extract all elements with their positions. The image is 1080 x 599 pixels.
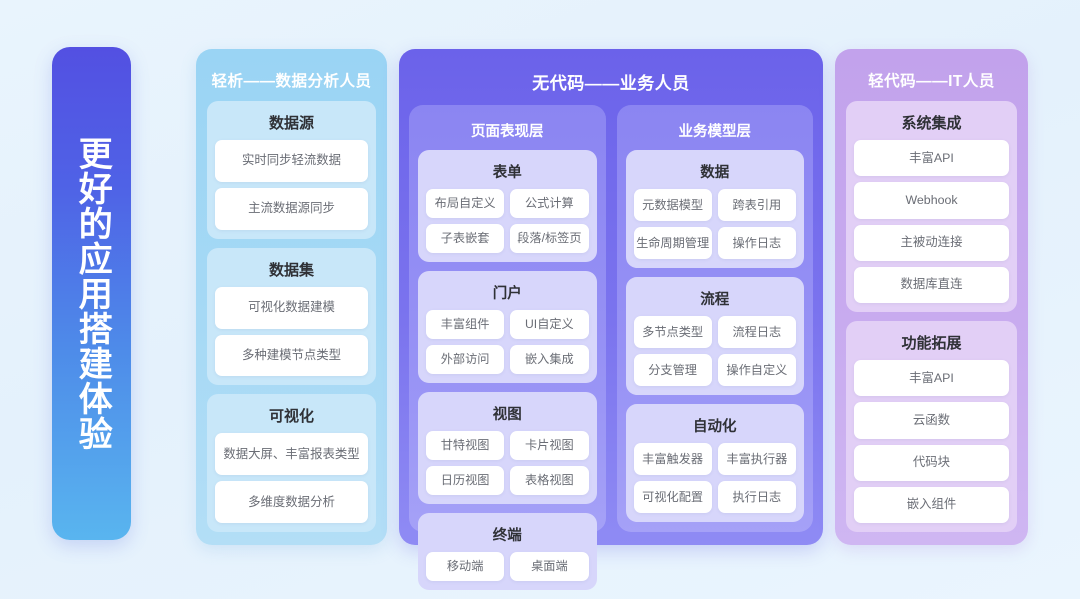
feature-item[interactable]: 桌面端 xyxy=(510,552,589,581)
section-analytics-1: 数据集可视化数据建模多种建模节点类型 xyxy=(207,247,376,386)
section-items: 移动端桌面端 xyxy=(426,552,589,581)
feature-item[interactable]: 表格视图 xyxy=(510,466,589,495)
feature-item[interactable]: 跨表引用 xyxy=(717,189,796,221)
feature-item[interactable]: 数据库直连 xyxy=(854,266,1009,303)
section-items: 数据大屏、丰富报表类型多维度数据分析 xyxy=(215,433,368,523)
section-items: 可视化数据建模多种建模节点类型 xyxy=(215,286,368,377)
section-items: 元数据模型跨表引用生命周期管理操作日志 xyxy=(633,189,796,259)
feature-item[interactable]: 可视化配置 xyxy=(633,481,712,513)
feature-item[interactable]: 多种建模节点类型 xyxy=(215,334,368,377)
section-title: 终端 xyxy=(492,528,522,544)
feature-item[interactable]: 流程日志 xyxy=(717,316,796,348)
column-title-lowcode: 轻代码——IT人员 xyxy=(868,73,995,90)
section-nocode-0-0: 表单布局自定义公式计算子表嵌套段落/标签页 xyxy=(418,150,597,262)
section-nocode-1-0: 数据元数据模型跨表引用生命周期管理操作日志 xyxy=(625,150,804,268)
feature-item[interactable]: Webhook xyxy=(854,182,1009,219)
feature-item[interactable]: 子表嵌套 xyxy=(426,224,505,253)
feature-item[interactable]: 丰富API xyxy=(854,140,1009,177)
section-items: 实时同步轻流数据主流数据源同步 xyxy=(215,140,368,230)
sections-analytics: 数据源实时同步轻流数据主流数据源同步数据集可视化数据建模多种建模节点类型可视化数… xyxy=(207,101,376,533)
hero-banner: 更好的应用搭建体验 xyxy=(52,47,131,540)
feature-item[interactable]: 代码块 xyxy=(854,444,1009,481)
feature-item[interactable]: 实时同步轻流数据 xyxy=(215,140,368,182)
subpanel-title: 业务模型层 xyxy=(678,124,752,140)
feature-item[interactable]: 嵌入集成 xyxy=(510,345,589,374)
feature-item[interactable]: 可视化数据建模 xyxy=(215,286,368,329)
column-lowcode[interactable]: 轻代码——IT人员 系统集成丰富API Webhook 主被动连接数据库直连功能拓展… xyxy=(835,49,1028,545)
feature-item[interactable]: 移动端 xyxy=(426,552,505,581)
section-title: 数据源 xyxy=(268,115,314,132)
feature-item[interactable]: 卡片视图 xyxy=(510,431,589,460)
feature-item[interactable]: 操作日志 xyxy=(717,227,796,259)
column-title-analytics: 轻析——数据分析人员 xyxy=(211,73,372,90)
subpanel-title: 页面表现层 xyxy=(471,124,544,140)
section-items: 多节点类型流程日志分支管理操作自定义 xyxy=(633,316,796,386)
subpanel-1: 业务模型层数据元数据模型跨表引用生命周期管理操作日志流程多节点类型流程日志分支管… xyxy=(616,105,813,532)
feature-item[interactable]: 嵌入组件 xyxy=(854,486,1009,523)
section-nocode-1-2: 自动化丰富触发器丰富执行器可视化配置执行日志 xyxy=(625,404,804,522)
section-items: 丰富触发器丰富执行器可视化配置执行日志 xyxy=(633,443,796,513)
section-lowcode-0: 系统集成丰富API Webhook 主被动连接数据库直连 xyxy=(846,101,1017,312)
hero-banner-text: 更好的应用搭建体验 xyxy=(73,136,112,451)
feature-item[interactable]: 甘特视图 xyxy=(426,431,505,460)
feature-item[interactable]: 云函数 xyxy=(854,402,1009,439)
section-analytics-2: 可视化数据大屏、丰富报表类型多维度数据分析 xyxy=(207,394,376,533)
section-title: 表单 xyxy=(492,165,522,181)
section-items: 丰富API Webhook 主被动连接数据库直连 xyxy=(854,140,1009,303)
section-title: 流程 xyxy=(700,292,730,308)
column-title-nocode: 无代码——业务人员 xyxy=(532,74,690,93)
feature-item[interactable]: 丰富API xyxy=(854,360,1009,397)
section-title: 功能拓展 xyxy=(901,335,962,352)
feature-item[interactable]: 分支管理 xyxy=(633,354,712,386)
feature-item[interactable]: 主流数据源同步 xyxy=(215,187,368,230)
section-title: 数据 xyxy=(700,165,730,181)
feature-item[interactable]: UI自定义 xyxy=(510,310,589,339)
section-title: 自动化 xyxy=(693,419,737,435)
feature-item[interactable]: 段落/标签页 xyxy=(510,224,589,253)
feature-item[interactable]: 元数据模型 xyxy=(633,189,712,221)
subpanel-sections: 数据元数据模型跨表引用生命周期管理操作日志流程多节点类型流程日志分支管理操作自定… xyxy=(625,150,804,522)
section-title: 门户 xyxy=(492,286,522,302)
section-nocode-0-3: 终端移动端桌面端 xyxy=(418,513,597,590)
section-nocode-0-2: 视图甘特视图卡片视图日历视图表格视图 xyxy=(418,392,597,504)
feature-item[interactable]: 丰富触发器 xyxy=(633,443,712,475)
section-title: 系统集成 xyxy=(901,115,962,132)
section-items: 甘特视图卡片视图日历视图表格视图 xyxy=(426,431,589,495)
feature-item[interactable]: 主被动连接 xyxy=(854,224,1009,261)
feature-item[interactable]: 多节点类型 xyxy=(633,316,712,348)
feature-item[interactable]: 丰富执行器 xyxy=(717,443,796,475)
section-title: 数据集 xyxy=(268,261,314,279)
feature-item[interactable]: 执行日志 xyxy=(717,481,796,513)
section-nocode-1-1: 流程多节点类型流程日志分支管理操作自定义 xyxy=(625,277,804,395)
feature-item[interactable]: 操作自定义 xyxy=(717,354,796,386)
feature-item[interactable]: 数据大屏、丰富报表类型 xyxy=(215,433,368,476)
section-items: 布局自定义公式计算子表嵌套段落/标签页 xyxy=(426,189,589,253)
column-nocode[interactable]: 无代码——业务人员 页面表现层表单布局自定义公式计算子表嵌套段落/标签页门户丰富… xyxy=(399,49,823,590)
feature-item[interactable]: 布局自定义 xyxy=(426,189,505,218)
feature-item[interactable]: 外部访问 xyxy=(426,345,505,374)
feature-item[interactable]: 日历视图 xyxy=(426,466,505,495)
section-title: 可视化 xyxy=(268,408,314,426)
section-lowcode-1: 功能拓展丰富API 云函数代码块嵌入组件 xyxy=(846,321,1017,532)
feature-item[interactable]: 多维度数据分析 xyxy=(215,481,368,523)
section-items: 丰富API 云函数代码块嵌入组件 xyxy=(854,360,1009,523)
column-analytics[interactable]: 轻析——数据分析人员 数据源实时同步轻流数据主流数据源同步数据集可视化数据建模多… xyxy=(196,49,387,545)
section-title: 视图 xyxy=(492,407,522,423)
feature-item[interactable]: 公式计算 xyxy=(510,189,589,218)
feature-item[interactable]: 丰富组件 xyxy=(426,310,505,339)
section-analytics-0: 数据源实时同步轻流数据主流数据源同步 xyxy=(207,101,376,239)
feature-item[interactable]: 生命周期管理 xyxy=(633,227,712,259)
